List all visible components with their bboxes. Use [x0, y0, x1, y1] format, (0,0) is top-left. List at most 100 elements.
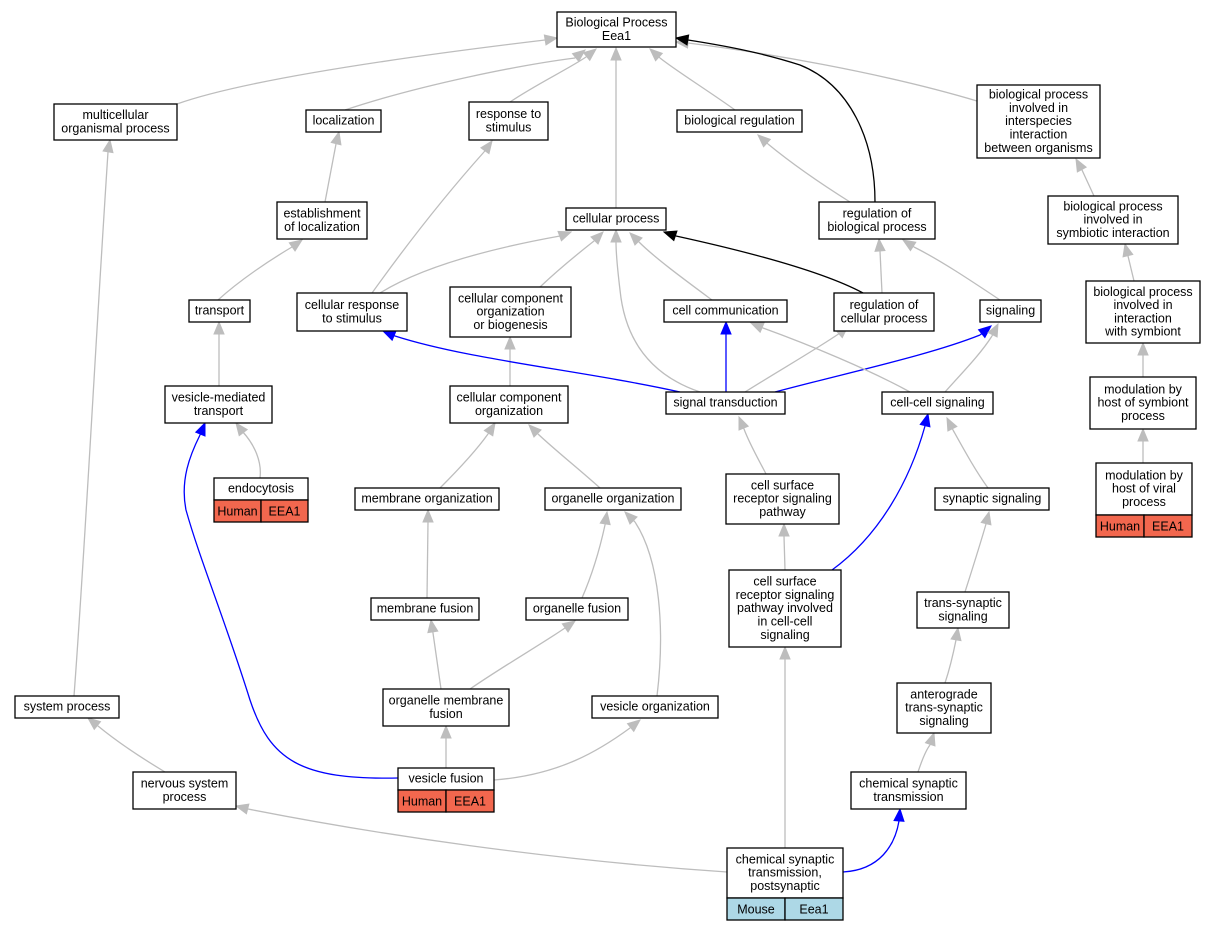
- node-csrspcc-label-line: signaling: [760, 628, 809, 642]
- node-st[interactable]: signal transduction: [665, 391, 786, 415]
- node-cstp-label-line: transmission,: [748, 866, 822, 880]
- edge-csrspcc-csrsp-arrowhead: [778, 522, 790, 537]
- edge-mop-bp-line: [176, 39, 546, 105]
- node-withsym-label-line: with symbiont: [1104, 325, 1181, 339]
- edge-st-crts-line: [394, 335, 681, 393]
- node-ccs-box: [881, 391, 994, 415]
- node-antero-label-line: trans-synaptic: [905, 701, 983, 715]
- edge-omf-memfus-arrowhead: [427, 618, 439, 634]
- node-orgfus[interactable]: organelle fusion: [525, 597, 629, 621]
- node-bp-label-line: Eea1: [602, 29, 631, 43]
- edge-st-rcp: [744, 325, 849, 393]
- node-modviral-label-line: process: [1122, 495, 1166, 509]
- node-sysproc-box: [14, 695, 120, 719]
- node-cp[interactable]: cellular process: [565, 207, 667, 231]
- node-interspecies-box: [976, 84, 1101, 159]
- node-signaling[interactable]: signaling: [979, 299, 1042, 323]
- edge-omf-orgfus-arrowhead: [561, 620, 577, 633]
- node-memorg-box: [354, 487, 500, 511]
- node-ccob-box: [449, 286, 572, 338]
- node-transport[interactable]: transport: [188, 299, 251, 323]
- edge-vesfus-vesorg: [493, 719, 642, 781]
- node-memorg[interactable]: membrane organization: [354, 487, 500, 511]
- node-nsp-label-line: process: [163, 790, 207, 804]
- node-rts-label-line: stimulus: [486, 120, 532, 134]
- node-ccs[interactable]: cell-cell signaling: [881, 391, 994, 415]
- node-memfus[interactable]: membrane fusion: [370, 597, 480, 621]
- node-mop-label-line: multicellular: [83, 108, 149, 122]
- node-loc[interactable]: localization: [305, 109, 382, 133]
- edge-omf-memfus: [427, 618, 442, 690]
- node-synsig[interactable]: synaptic signaling: [934, 487, 1050, 511]
- edge-symbiotic-interspecies-line: [1081, 169, 1095, 197]
- node-ccs-label-line: cell-cell signaling: [890, 396, 985, 410]
- edge-loc-bp: [344, 49, 587, 111]
- edge-st-signaling-arrowhead: [977, 325, 993, 339]
- node-orgorg[interactable]: organelle organization: [544, 487, 682, 511]
- edge-withsym-symbiotic-line: [1127, 255, 1135, 282]
- node-rbp-box: [818, 201, 936, 240]
- node-mop-label-line: organismal process: [61, 121, 169, 135]
- node-ccob-label-line: or biogenesis: [473, 318, 547, 332]
- edge-cstp-nsp-arrowhead: [234, 803, 250, 815]
- node-vesfus[interactable]: vesicle fusion: [397, 767, 495, 791]
- node-endo[interactable]: endocytosis: [213, 477, 309, 501]
- edge-estloc-loc-arrowhead: [330, 130, 342, 146]
- edge-symbiotic-interspecies: [1075, 157, 1095, 197]
- edge-rbp-bp-arrowhead: [674, 34, 690, 46]
- edge-endo-vmt-arrowhead: [235, 421, 249, 437]
- edge-cc-cp-line: [638, 241, 713, 301]
- edge-memorg-cco-arrowhead: [483, 421, 496, 437]
- edge-omf-orgfus: [469, 620, 577, 690]
- edge-cstp-cst: [842, 807, 905, 873]
- edge-withsym-symbiotic: [1122, 242, 1135, 282]
- edge-memfus-memorg-line: [426, 521, 429, 599]
- node-vesorg[interactable]: vesicle organization: [591, 695, 719, 719]
- edge-csrspcc-ccs-line: [831, 425, 926, 571]
- edge-cstp-nsp-line: [247, 808, 728, 873]
- node-csrsp-label-line: cell surface: [751, 478, 814, 492]
- edge-ccs-cc-line: [762, 327, 911, 393]
- node-cc[interactable]: cell communication: [663, 299, 788, 323]
- node-withsym-label-line: involved in: [1113, 298, 1172, 312]
- node-sysproc[interactable]: system process: [14, 695, 120, 719]
- edge-st-cp: [610, 228, 701, 393]
- edge-breg-bp-arrowhead: [649, 48, 664, 62]
- annotation-species-label: Human: [1100, 520, 1140, 534]
- node-crts-label-line: cellular response: [305, 298, 400, 312]
- node-breg[interactable]: biological regulation: [676, 109, 803, 133]
- edge-rts-bp: [509, 48, 598, 103]
- edge-interspecies-bp: [674, 37, 978, 102]
- edge-vesorg-orgorg: [624, 511, 662, 697]
- node-cstp[interactable]: chemical synaptictransmission,postsynapt…: [726, 847, 844, 899]
- node-symbiotic-box: [1047, 195, 1179, 245]
- node-st-label-line: signal transduction: [673, 396, 777, 410]
- node-omf-label-line: fusion: [429, 707, 462, 721]
